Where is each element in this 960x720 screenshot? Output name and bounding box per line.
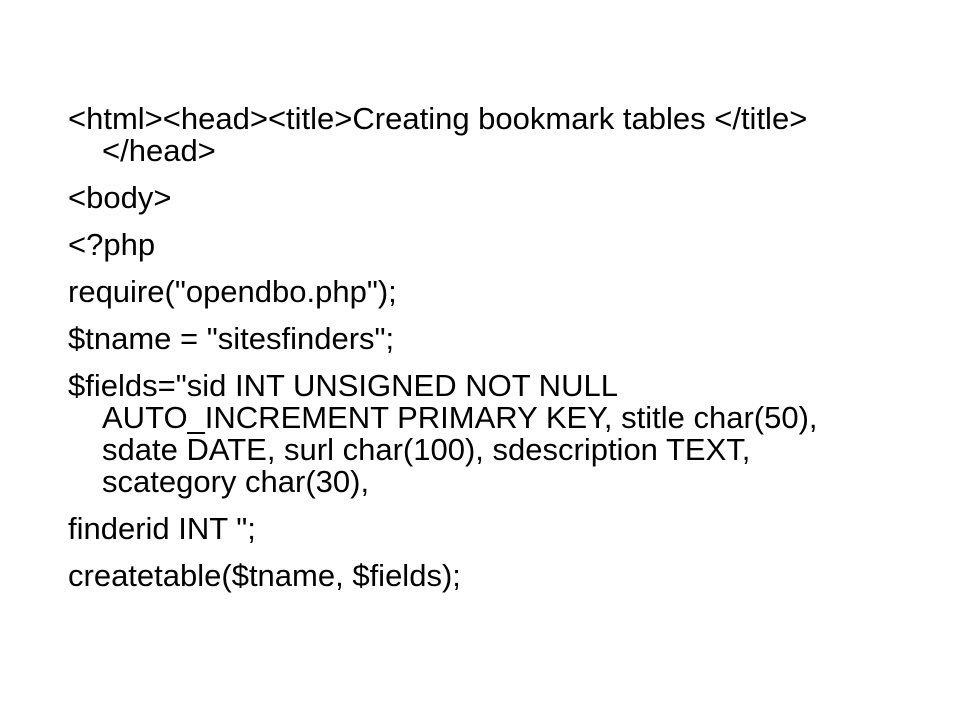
code-line-finderid: finderid INT "; xyxy=(68,511,256,546)
code-line-body: <body> xyxy=(68,180,172,215)
code-line-php-open: <?php xyxy=(68,227,156,262)
code-line-createtable: createtable($tname, $fields); xyxy=(68,558,461,593)
code-line-require: require("opendbo.php"); xyxy=(68,274,397,309)
code-line-html-head-title: <html><head><title>Creating bookmark tab… xyxy=(68,101,816,168)
code-block: <html><head><title>Creating bookmark tab… xyxy=(68,103,868,592)
code-line-fields: $fields="sid INT UNSIGNED NOT NULL AUTO_… xyxy=(68,368,827,499)
code-line-tname: $tname = "sitesfinders"; xyxy=(68,321,395,356)
